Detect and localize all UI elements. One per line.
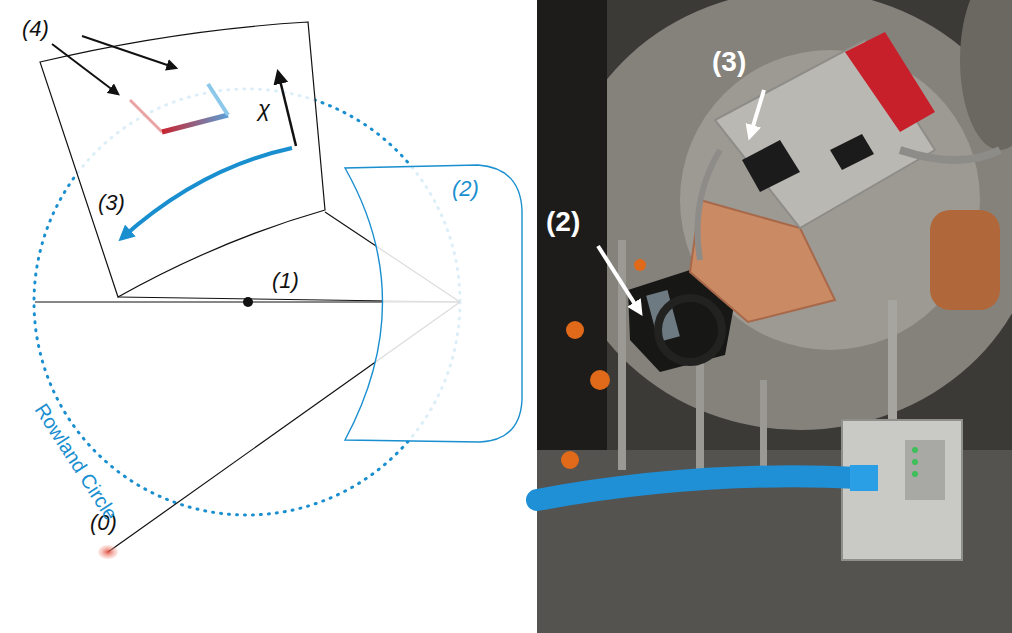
callout-number: (2) [546,206,580,238]
knob [566,321,584,339]
source-spot [98,545,118,559]
callout-number: (3) [712,46,746,78]
cable [900,150,1000,160]
post [760,380,767,480]
led [912,447,918,453]
dispersion-arrow [122,148,292,238]
tape [830,134,874,170]
tape [845,32,935,132]
leader-arrow [52,44,118,94]
callout-number: (4) [22,16,49,41]
leader-arrow [82,36,176,68]
port-panel [905,440,945,500]
led [912,459,918,465]
schematic [34,22,522,559]
detector-outline [40,22,325,297]
flange [960,0,1012,150]
grating-outline [345,165,522,442]
cable [698,150,721,260]
tape [742,140,800,192]
led [912,471,918,477]
callout-number: (3) [98,190,125,215]
knob [561,451,579,469]
knob [590,370,610,390]
chamber-wall [560,0,1012,430]
rotation-stage [658,298,722,362]
post [618,240,626,470]
callout-number: (2) [452,176,479,201]
chi-arrow [278,72,296,146]
camera-box [842,420,962,560]
knob [634,259,646,271]
coordinate-label: χ [258,96,270,121]
spectrum-edge [130,100,162,132]
photo [537,0,1012,633]
leader-arrow [750,90,764,136]
circle-label: Rowland Circle [30,399,123,524]
spectrum-edge [208,84,228,115]
network-cable [537,476,860,500]
leader-arrow [598,246,640,312]
plug [850,465,878,491]
spectrum-bar [162,115,228,132]
copper-cylinder [930,210,1000,310]
callout-number: (1) [272,268,299,293]
